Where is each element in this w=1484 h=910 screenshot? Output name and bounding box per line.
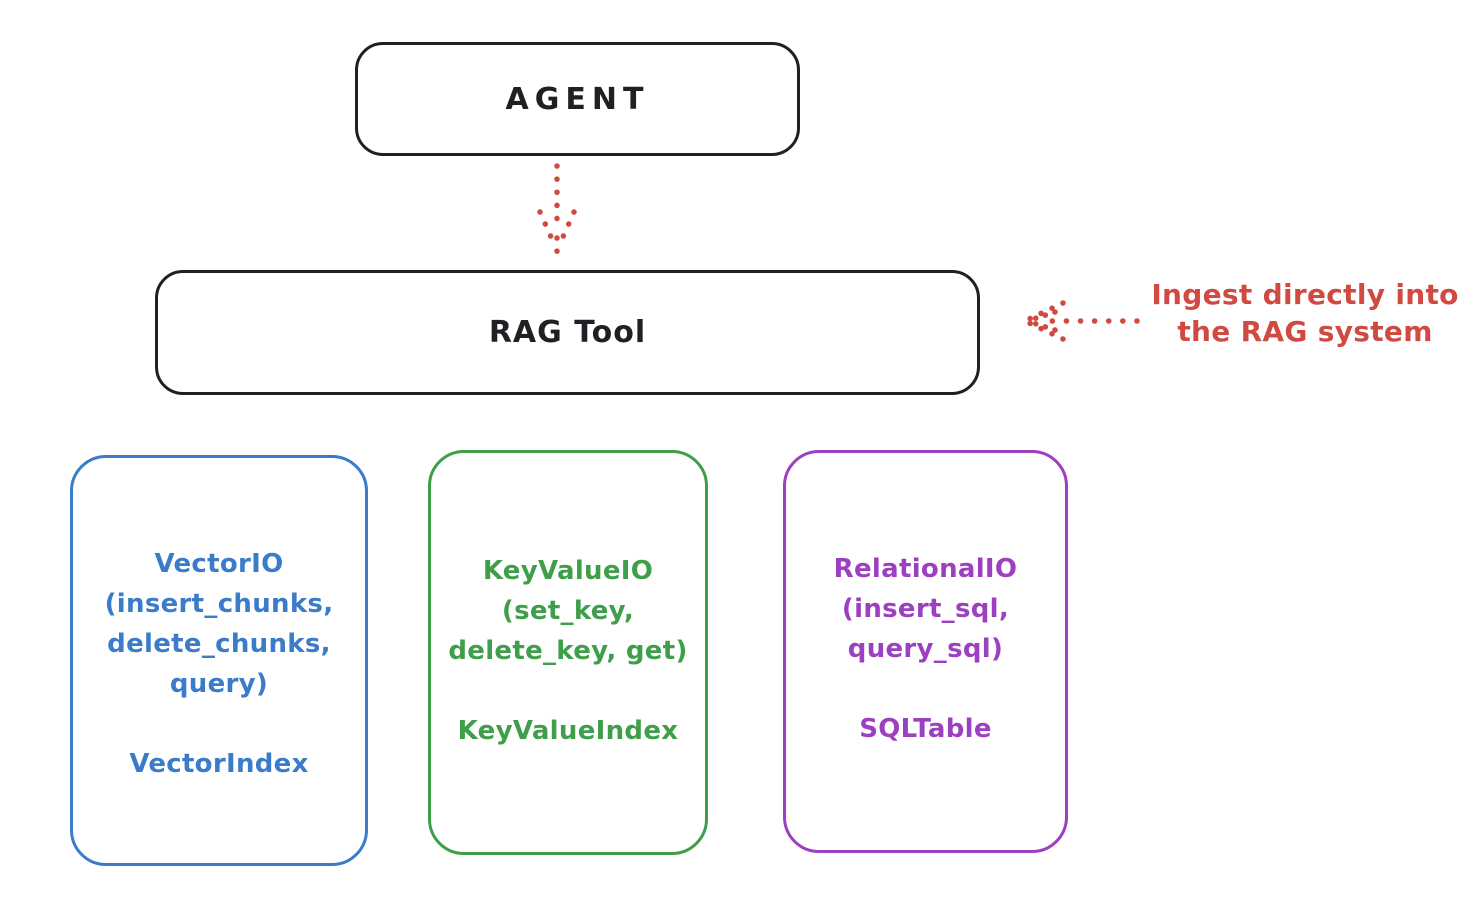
io-line: KeyValueIO: [482, 556, 654, 586]
io-line: delete_key, get): [448, 636, 688, 666]
io-line: (insert_sql,: [841, 594, 1010, 624]
vector-io-node: VectorIO (insert_chunks, delete_chunks, …: [70, 455, 368, 866]
io-line: delete_chunks,: [107, 629, 331, 659]
io-line: query_sql): [847, 634, 1004, 664]
io-line: RelationalIO: [833, 554, 1018, 584]
rag-tool-node-label: RAG Tool: [488, 315, 647, 350]
io-footer-label: KeyValueIndex: [457, 716, 679, 746]
spacer: [786, 669, 1065, 709]
agent-node: AGENT: [355, 42, 800, 156]
io-line: (insert_chunks,: [104, 589, 334, 619]
ingest-annotation: Ingest directly into the RAG system: [1138, 276, 1472, 350]
dotted-arrow-ingest: [1022, 300, 1140, 342]
spacer: [431, 671, 705, 711]
relational-io-node: RelationalIO (insert_sql, query_sql) SQL…: [783, 450, 1068, 853]
io-line: VectorIO: [154, 549, 284, 579]
keyvalue-io-node: KeyValueIO (set_key, delete_key, get) Ke…: [428, 450, 708, 855]
io-footer-label: SQLTable: [859, 714, 992, 744]
ingest-annotation-line1: Ingest directly into: [1151, 278, 1459, 311]
io-line: (set_key,: [501, 596, 635, 626]
rag-tool-node: RAG Tool: [155, 270, 980, 395]
io-footer-label: VectorIndex: [129, 749, 309, 779]
agent-node-label: AGENT: [505, 81, 650, 117]
ingest-annotation-line2: the RAG system: [1177, 315, 1433, 348]
dotted-arrow-agent-to-ragtool: [537, 163, 577, 259]
io-line: query): [169, 669, 269, 699]
spacer: [73, 704, 365, 744]
